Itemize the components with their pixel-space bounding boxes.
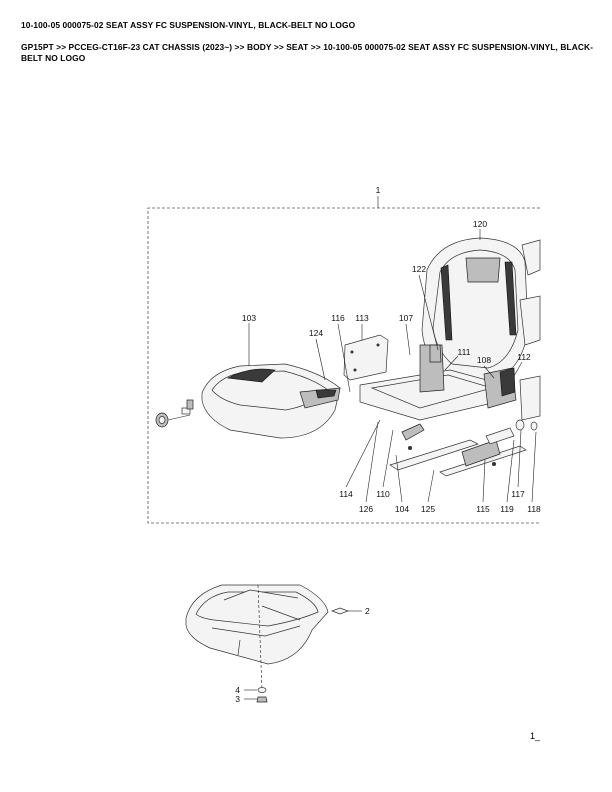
callout-116: 116 bbox=[331, 313, 345, 323]
callout-125: 125 bbox=[421, 504, 435, 514]
callout-107: 107 bbox=[399, 313, 413, 323]
callout-113: 113 bbox=[355, 313, 369, 323]
callout-104: 104 bbox=[395, 504, 409, 514]
adjuster-knob bbox=[155, 399, 194, 428]
callout-labels: 120 122 103 116 113 107 124 111 108 112 … bbox=[242, 219, 541, 514]
document-title: 10-100-05 000075-02 SEAT ASSY FC SUSPENS… bbox=[21, 20, 356, 30]
callout-110: 110 bbox=[376, 489, 390, 499]
callout-4: 4 bbox=[235, 685, 240, 695]
callout-112: 112 bbox=[517, 352, 531, 362]
callout-111: 111 bbox=[458, 347, 471, 357]
callout-108: 108 bbox=[477, 355, 491, 365]
callout-126: 126 bbox=[359, 504, 373, 514]
leader-lines bbox=[248, 229, 537, 503]
assembly-frame: 1 bbox=[147, 185, 540, 524]
page-number: 1_ bbox=[530, 731, 541, 741]
callout-114: 114 bbox=[339, 489, 353, 499]
callout-3: 3 bbox=[235, 694, 240, 704]
callout-124: 124 bbox=[309, 328, 323, 338]
seat-back bbox=[421, 237, 541, 383]
breadcrumb: GP15PT >> PCCEG-CT16F-23 CAT CHASSIS (20… bbox=[21, 42, 594, 63]
callout-122: 122 bbox=[412, 264, 426, 274]
callout-118: 118 bbox=[527, 504, 541, 514]
lower-rails bbox=[389, 419, 538, 477]
callout-assembly: 1 bbox=[376, 185, 381, 195]
callout-103: 103 bbox=[242, 313, 256, 323]
side-bracket bbox=[343, 334, 389, 381]
cushion-cover: 2 4 3 bbox=[185, 584, 370, 704]
callout-117: 117 bbox=[511, 489, 525, 499]
seat-cushion bbox=[201, 363, 341, 439]
callout-120: 120 bbox=[473, 219, 487, 229]
callout-119: 119 bbox=[500, 504, 514, 514]
seat-frame bbox=[359, 344, 541, 421]
callout-115: 115 bbox=[476, 504, 490, 514]
callout-2: 2 bbox=[365, 606, 370, 616]
